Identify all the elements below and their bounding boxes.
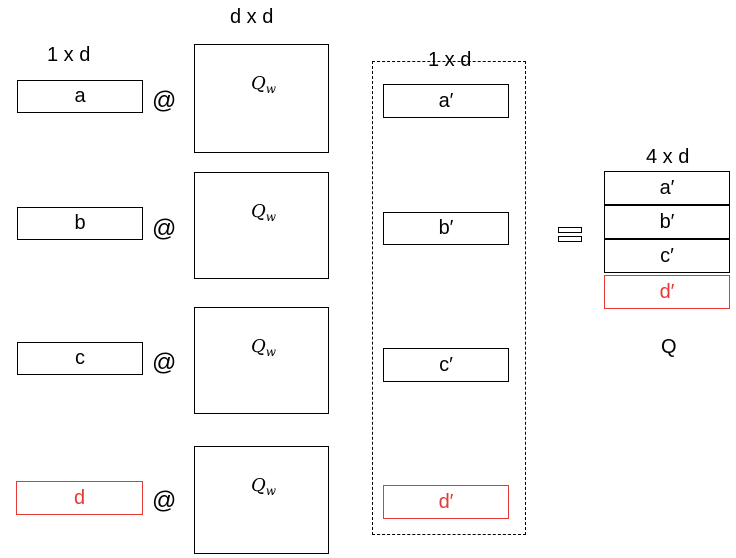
output-vector-b: b′ [383,212,509,245]
input-vector-c: c [17,342,143,375]
result-row-a: a′ [604,171,730,205]
weight-symbol: Qw [251,73,277,96]
result-row-c: c′ [604,239,730,273]
result-matrix-name: Q [661,336,677,358]
output-vector-c: c′ [383,348,509,382]
weight-symbol: Qw [251,336,277,359]
matmul-operator: @ [152,87,177,114]
output-dim-label: 1 x d [428,49,472,71]
input-vector-b: b [17,207,143,240]
weight-symbol: Qw [251,201,277,224]
output-group-box [372,61,526,535]
weight-matrix: Qw [194,44,329,153]
matmul-operator: @ [152,349,177,376]
matmul-operator: @ [152,487,177,514]
result-row-b: b′ [604,205,730,239]
matmul-operator: @ [152,215,177,242]
weight-dim-label: d x d [230,6,274,28]
weight-matrix: Qw [194,446,329,554]
equals-sign-bottom-bar [558,236,582,242]
result-dim-label: 4 x d [646,146,690,168]
weight-symbol: Qw [251,475,277,498]
equals-sign-top-bar [558,227,582,233]
weight-matrix: Qw [194,172,329,279]
input-dim-label: 1 x d [47,44,91,66]
output-vector-d: d′ [383,485,509,519]
input-vector-a: a [17,80,143,113]
result-row-d: d′ [604,275,730,309]
output-vector-a: a′ [383,84,509,118]
weight-matrix: Qw [194,307,329,414]
input-vector-d: d [16,481,143,515]
